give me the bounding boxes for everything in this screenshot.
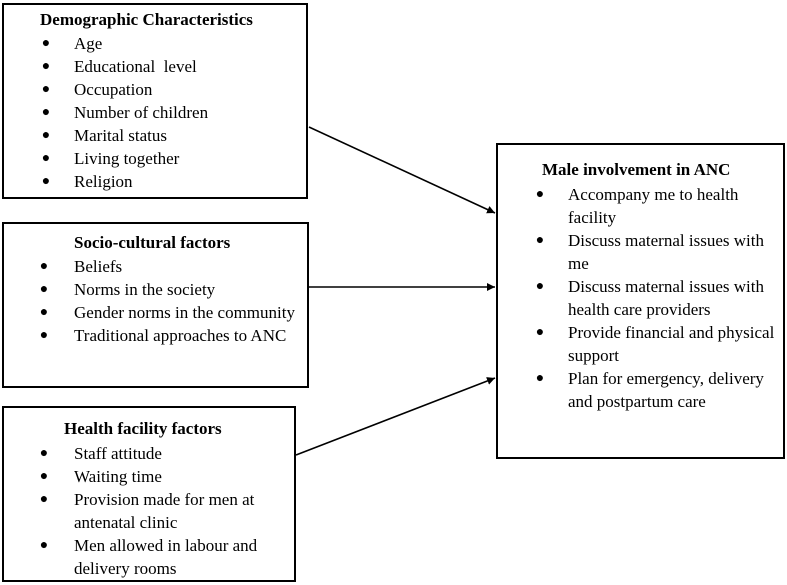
bullet-icon: ● xyxy=(41,174,51,189)
list-item: ● Beliefs xyxy=(12,255,301,278)
list-item: ● Provision made for men at antenatal cli… xyxy=(12,488,288,534)
bullet-icon: ● xyxy=(535,371,545,386)
bullet-icon: ● xyxy=(41,128,51,143)
list-item-text: Accompany me to health facility xyxy=(568,185,739,227)
list-item: ● Gender norms in the community xyxy=(12,301,301,324)
list-item-text: Norms in the society xyxy=(74,280,216,299)
health-facility-factors-box: Health facility factors ● Staff attitude … xyxy=(2,406,296,582)
bullet-icon: ● xyxy=(535,325,545,340)
male-involvement-title: Male involvement in ANC xyxy=(542,160,731,179)
list-item: ● Educational level xyxy=(32,55,300,78)
bullet-icon: ● xyxy=(535,187,545,202)
sociocultural-title: Socio-cultural factors xyxy=(74,233,231,252)
bullet-icon: ● xyxy=(41,105,51,120)
list-item: ● Traditional approaches to ANC xyxy=(12,324,301,347)
list-item: ● Provide financial and physical support xyxy=(506,321,777,367)
list-item: ● Living together xyxy=(32,147,300,170)
male-involvement-list: ● Accompany me to health facility ● Discus… xyxy=(506,183,777,413)
list-item-text: Discuss maternal issues with health care… xyxy=(568,277,764,319)
list-item: ● Accompany me to health facility xyxy=(506,183,777,229)
list-item: ● Occupation xyxy=(32,78,300,101)
health-facility-list: ● Staff attitude ● Waiting time ● Provision… xyxy=(12,442,288,580)
bullet-icon: ● xyxy=(39,282,49,297)
bullet-icon: ● xyxy=(535,279,545,294)
list-item-text: Marital status xyxy=(74,126,168,145)
list-item: ● Age xyxy=(32,32,300,55)
male-involvement-box: Male involvement in ANC ● Accompany me to… xyxy=(496,143,785,459)
bullet-icon: ● xyxy=(39,469,49,484)
bullet-icon: ● xyxy=(41,82,51,97)
bullet-icon: ● xyxy=(41,59,51,74)
list-item: ● Marital status xyxy=(32,124,300,147)
list-item-text: Number of children xyxy=(74,103,209,122)
bullet-icon: ● xyxy=(39,259,49,274)
list-item-text: Religion xyxy=(74,172,133,191)
list-item-text: Plan for emergency, delivery and postpar… xyxy=(568,369,764,411)
bullet-icon: ● xyxy=(535,233,545,248)
list-item: ● Plan for emergency, delivery and postpa… xyxy=(506,367,777,413)
arrow-demographic-to-male xyxy=(308,126,496,214)
list-item-text: Provide financial and physical support xyxy=(568,323,775,365)
list-item-text: Occupation xyxy=(74,80,153,99)
list-item: ● Discuss maternal issues with health car… xyxy=(506,275,777,321)
list-item-text: Staff attitude xyxy=(74,444,162,463)
bullet-icon: ● xyxy=(39,305,49,320)
list-item-text: Beliefs xyxy=(74,257,123,276)
bullet-icon: ● xyxy=(39,538,49,553)
health-facility-title: Health facility factors xyxy=(64,419,222,438)
list-item: ● Staff attitude xyxy=(12,442,288,465)
demographic-title: Demographic Characteristics xyxy=(40,10,253,29)
list-item-text: Waiting time xyxy=(74,467,162,486)
list-item: ● Norms in the society xyxy=(12,278,301,301)
list-item-text: Men allowed in labour and delivery rooms xyxy=(74,536,258,578)
bullet-icon: ● xyxy=(41,151,51,166)
list-item-text: Provision made for men at antenatal clin… xyxy=(74,490,255,532)
list-item-text: Gender norms in the community xyxy=(74,303,295,322)
list-item-text: Discuss maternal issues with me xyxy=(568,231,764,273)
list-item-text: Age xyxy=(74,34,103,53)
list-item: ● Men allowed in labour and delivery room… xyxy=(12,534,288,580)
arrow-health-to-male xyxy=(295,377,496,456)
list-item: ● Discuss maternal issues with me xyxy=(506,229,777,275)
list-item: ● Waiting time xyxy=(12,465,288,488)
list-item-text: Living together xyxy=(74,149,180,168)
bullet-icon: ● xyxy=(41,36,51,51)
list-item: ● Number of children xyxy=(32,101,300,124)
list-item: ● Religion xyxy=(32,170,300,193)
list-item-text: Traditional approaches to ANC xyxy=(74,326,287,345)
bullet-icon: ● xyxy=(39,446,49,461)
list-item-text: Educational level xyxy=(74,57,197,76)
bullet-icon: ● xyxy=(39,492,49,507)
socio-cultural-factors-box: Socio-cultural factors ● Beliefs ● Norms i… xyxy=(2,222,309,388)
demographic-list: ● Age ● Educational level ● Occupation ● Num… xyxy=(32,32,300,193)
demographic-characteristics-box: Demographic Characteristics ● Age ● Educat… xyxy=(2,3,308,199)
sociocultural-list: ● Beliefs ● Norms in the society ● Gender n… xyxy=(12,255,301,347)
bullet-icon: ● xyxy=(39,328,49,343)
